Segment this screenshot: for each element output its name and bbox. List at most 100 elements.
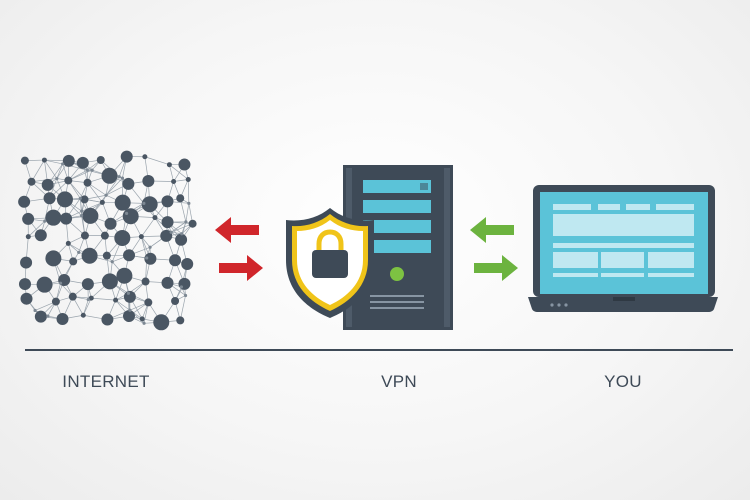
arrow-left-green xyxy=(470,217,514,243)
network-node xyxy=(166,162,172,168)
network-node xyxy=(183,293,188,298)
network-node xyxy=(187,201,191,205)
network-node xyxy=(139,316,145,322)
network-link xyxy=(170,221,187,233)
network-node xyxy=(178,277,191,290)
network-node xyxy=(114,229,131,246)
network-node xyxy=(104,193,108,197)
network-link xyxy=(179,295,186,321)
network-node xyxy=(116,267,133,284)
network-node xyxy=(55,176,59,181)
network-node xyxy=(120,150,133,163)
network-node xyxy=(101,167,118,184)
network-node xyxy=(178,158,191,171)
arrow-left-red xyxy=(215,217,259,243)
network-node xyxy=(142,321,146,325)
network-node xyxy=(79,214,84,218)
network-node xyxy=(176,316,185,325)
network-node xyxy=(113,297,119,303)
bidirectional-arrows-green-icon xyxy=(470,217,518,281)
network-node xyxy=(101,313,114,326)
network-node xyxy=(141,277,150,286)
network-link xyxy=(82,298,92,316)
network-link xyxy=(87,182,103,203)
server-slot xyxy=(363,240,431,253)
network-node xyxy=(46,314,50,318)
network-node xyxy=(58,281,63,285)
network-node xyxy=(36,276,53,293)
network-node xyxy=(144,298,153,307)
network-link xyxy=(56,163,63,179)
network-link xyxy=(171,231,182,235)
network-link xyxy=(91,297,116,301)
network-node xyxy=(76,156,89,169)
network-node xyxy=(145,256,149,260)
network-node xyxy=(34,310,47,323)
server-slot xyxy=(363,180,431,193)
network-nodes xyxy=(18,150,197,331)
network-node xyxy=(33,308,37,313)
lock-icon xyxy=(312,229,348,278)
network-node xyxy=(153,314,170,331)
network-node xyxy=(27,177,36,186)
network-node xyxy=(185,177,191,183)
network-link xyxy=(28,220,46,237)
bidirectional-arrows-red-icon xyxy=(215,217,263,281)
server-led-icon xyxy=(390,267,404,281)
network-node xyxy=(85,168,89,172)
network-node xyxy=(144,252,157,265)
network-node xyxy=(99,199,105,205)
network-node xyxy=(110,260,114,264)
network-node xyxy=(179,285,184,289)
network-node xyxy=(77,250,81,254)
network-link xyxy=(181,221,187,234)
network-node xyxy=(82,207,99,224)
network-node xyxy=(180,232,184,236)
network-node xyxy=(20,292,33,305)
network-node xyxy=(41,178,54,191)
network-node xyxy=(43,192,56,205)
network-link xyxy=(144,156,170,166)
network-link xyxy=(44,159,63,165)
network-node xyxy=(43,219,47,223)
network-node xyxy=(142,154,148,160)
network-node xyxy=(45,209,62,226)
network-node xyxy=(25,234,31,240)
label-internet: INTERNET xyxy=(62,372,150,391)
network-node xyxy=(80,195,89,204)
network-node xyxy=(83,178,92,187)
network-node xyxy=(64,176,73,185)
network-node xyxy=(61,162,65,166)
vpn-server-icon xyxy=(286,165,453,330)
network-link xyxy=(169,164,189,180)
network-link xyxy=(31,159,45,182)
network-node xyxy=(169,254,182,267)
network-node xyxy=(81,247,98,264)
network-link xyxy=(141,236,148,259)
network-node xyxy=(80,231,89,240)
network-node xyxy=(80,209,84,213)
network-node xyxy=(176,194,185,203)
network-node xyxy=(123,290,136,303)
network-node xyxy=(123,310,136,323)
network-node xyxy=(114,194,131,211)
network-node xyxy=(125,211,129,215)
network-link xyxy=(187,179,190,204)
network-node xyxy=(122,177,135,190)
network-node xyxy=(104,217,117,230)
network-node xyxy=(181,257,194,270)
network-node xyxy=(148,245,152,249)
network-node xyxy=(78,196,82,200)
network-node xyxy=(171,296,180,305)
network-node xyxy=(56,313,69,326)
network-node xyxy=(100,231,109,240)
network-node xyxy=(184,220,188,224)
network-node xyxy=(101,273,118,290)
server-slot xyxy=(363,220,431,233)
network-node xyxy=(175,233,188,246)
network-link xyxy=(68,180,85,200)
network-node xyxy=(117,175,121,179)
laptop-icon xyxy=(528,185,718,312)
network-link xyxy=(141,217,156,237)
network-node xyxy=(69,257,78,266)
